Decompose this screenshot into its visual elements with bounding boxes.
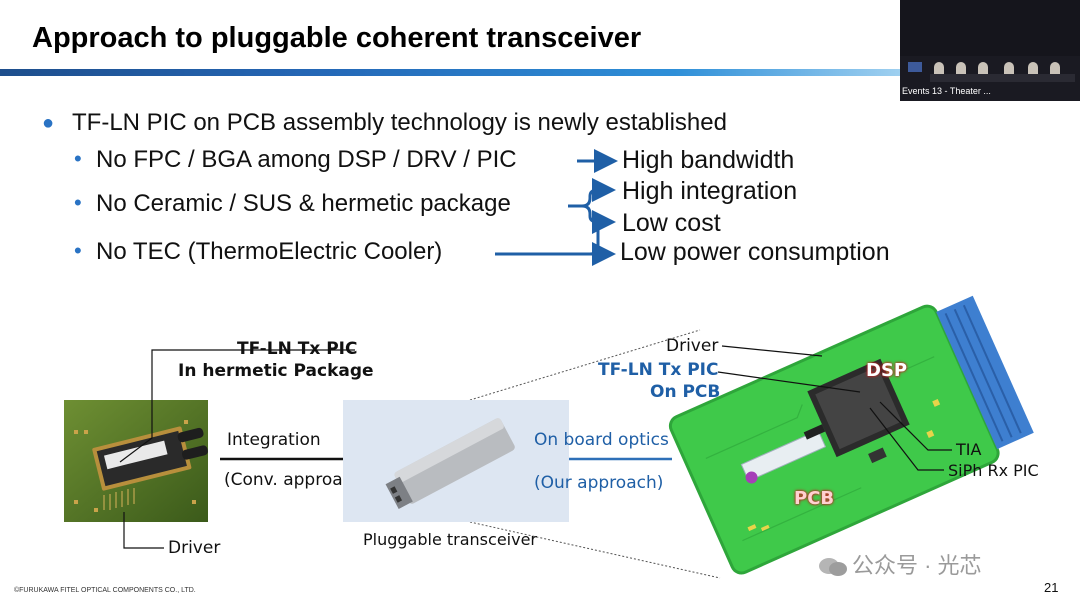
tx-pic-on-pcb-label-1: TF-LN Tx PIC — [598, 360, 719, 380]
tx-pic-on-pcb-label-2: On PCB — [650, 382, 721, 402]
bullet-dot-icon: ● — [42, 112, 55, 134]
video-backdrop — [900, 0, 1080, 56]
main-bullet-text: TF-LN PIC on PCB assembly technology is … — [72, 109, 727, 136]
dsp-label: DSP — [866, 360, 908, 381]
video-table — [930, 74, 1075, 82]
video-screen — [908, 62, 922, 72]
tia-label: TIA — [956, 440, 982, 459]
title-underline — [0, 69, 900, 76]
left-driver-label: Driver — [168, 538, 221, 558]
our-approach-label: (Our approach) — [534, 473, 664, 493]
video-person — [1050, 62, 1060, 76]
video-person — [956, 62, 966, 76]
right-driver-label: Driver — [666, 336, 719, 356]
copyright-footer: ©FURUKAWA FITEL OPTICAL COMPONENTS CO., … — [14, 587, 196, 594]
result-high-bandwidth: High bandwidth — [622, 146, 795, 174]
sub-bullet-2: No Ceramic / SUS & hermetic package — [96, 190, 511, 217]
conv-approach-label: (Conv. approach) — [224, 470, 370, 490]
main-bullet: ● — [42, 112, 54, 135]
video-person — [1028, 62, 1038, 76]
page-number: 21 — [1044, 580, 1059, 595]
sub-bullet-3: No TEC (ThermoElectric Cooler) — [96, 238, 443, 265]
tx-pic-hermetic-caption-2: In hermetic Package — [178, 361, 374, 381]
integration-label: Integration — [227, 430, 321, 450]
onboard-pcb-module-image — [668, 295, 1034, 575]
pluggable-transceiver-caption: Pluggable transceiver — [363, 530, 537, 549]
hermetic-package-image — [64, 400, 208, 522]
video-person — [1004, 62, 1014, 76]
result-low-cost: Low cost — [622, 209, 721, 237]
siph-rx-pic-label: SiPh Rx PIC — [948, 461, 1039, 480]
watermark-text: 公众号 · 光芯 — [852, 553, 982, 578]
sub-bullet-dot-icon: • — [74, 146, 82, 171]
pluggable-transceiver-image — [343, 400, 569, 522]
sub-bullet-1: No FPC / BGA among DSP / DRV / PIC — [96, 146, 517, 173]
watermark: 公众号 · 光芯 — [818, 548, 982, 580]
on-board-optics-label: On board optics — [534, 430, 669, 450]
sub-bullet-dot-icon: • — [74, 238, 82, 263]
result-low-power: Low power consumption — [620, 238, 890, 266]
video-person — [978, 62, 988, 76]
page-title: Approach to pluggable coherent transceiv… — [32, 22, 642, 54]
video-label: Events 13 - Theater ... — [902, 86, 991, 96]
tx-pic-hermetic-caption-1: TF-LN Tx PIC — [237, 339, 358, 359]
wechat-icon — [818, 556, 848, 578]
result-high-integration: High integration — [622, 177, 798, 205]
video-person — [934, 62, 944, 76]
video-inset[interactable]: Events 13 - Theater ... — [900, 0, 1080, 101]
pcb-label: PCB — [794, 488, 835, 509]
sub-bullet-dot-icon: • — [74, 190, 82, 215]
